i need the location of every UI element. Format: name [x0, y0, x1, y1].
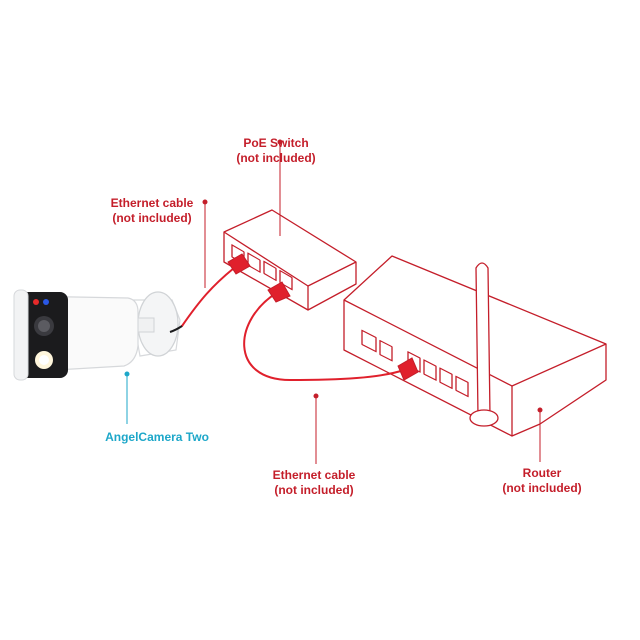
- router-note: (not included): [487, 481, 597, 496]
- camera-illustration: [14, 290, 182, 380]
- router-label: Router (not included): [487, 466, 597, 496]
- camera-leader-line: [125, 372, 129, 424]
- cable-camera-to-switch: [182, 268, 234, 326]
- ethernet-cable-top-title: Ethernet cable: [97, 196, 207, 211]
- camera-label: AngelCamera Two: [92, 430, 222, 445]
- camera-title: AngelCamera Two: [92, 430, 222, 445]
- ethernet-cable-bottom-label: Ethernet cable (not included): [259, 468, 369, 498]
- ethernet-cable-bottom-title: Ethernet cable: [259, 468, 369, 483]
- ethernet-cable-top-label: Ethernet cable (not included): [97, 196, 207, 226]
- ethernet-cable-top-note: (not included): [97, 211, 207, 226]
- router-illustration: [344, 256, 606, 436]
- poe-switch-label: PoE Switch (not included): [221, 136, 331, 166]
- poe-switch-title: PoE Switch: [221, 136, 331, 151]
- ethernet-cable-bottom-note: (not included): [259, 483, 369, 498]
- router-title: Router: [487, 466, 597, 481]
- poe-switch-note: (not included): [221, 151, 331, 166]
